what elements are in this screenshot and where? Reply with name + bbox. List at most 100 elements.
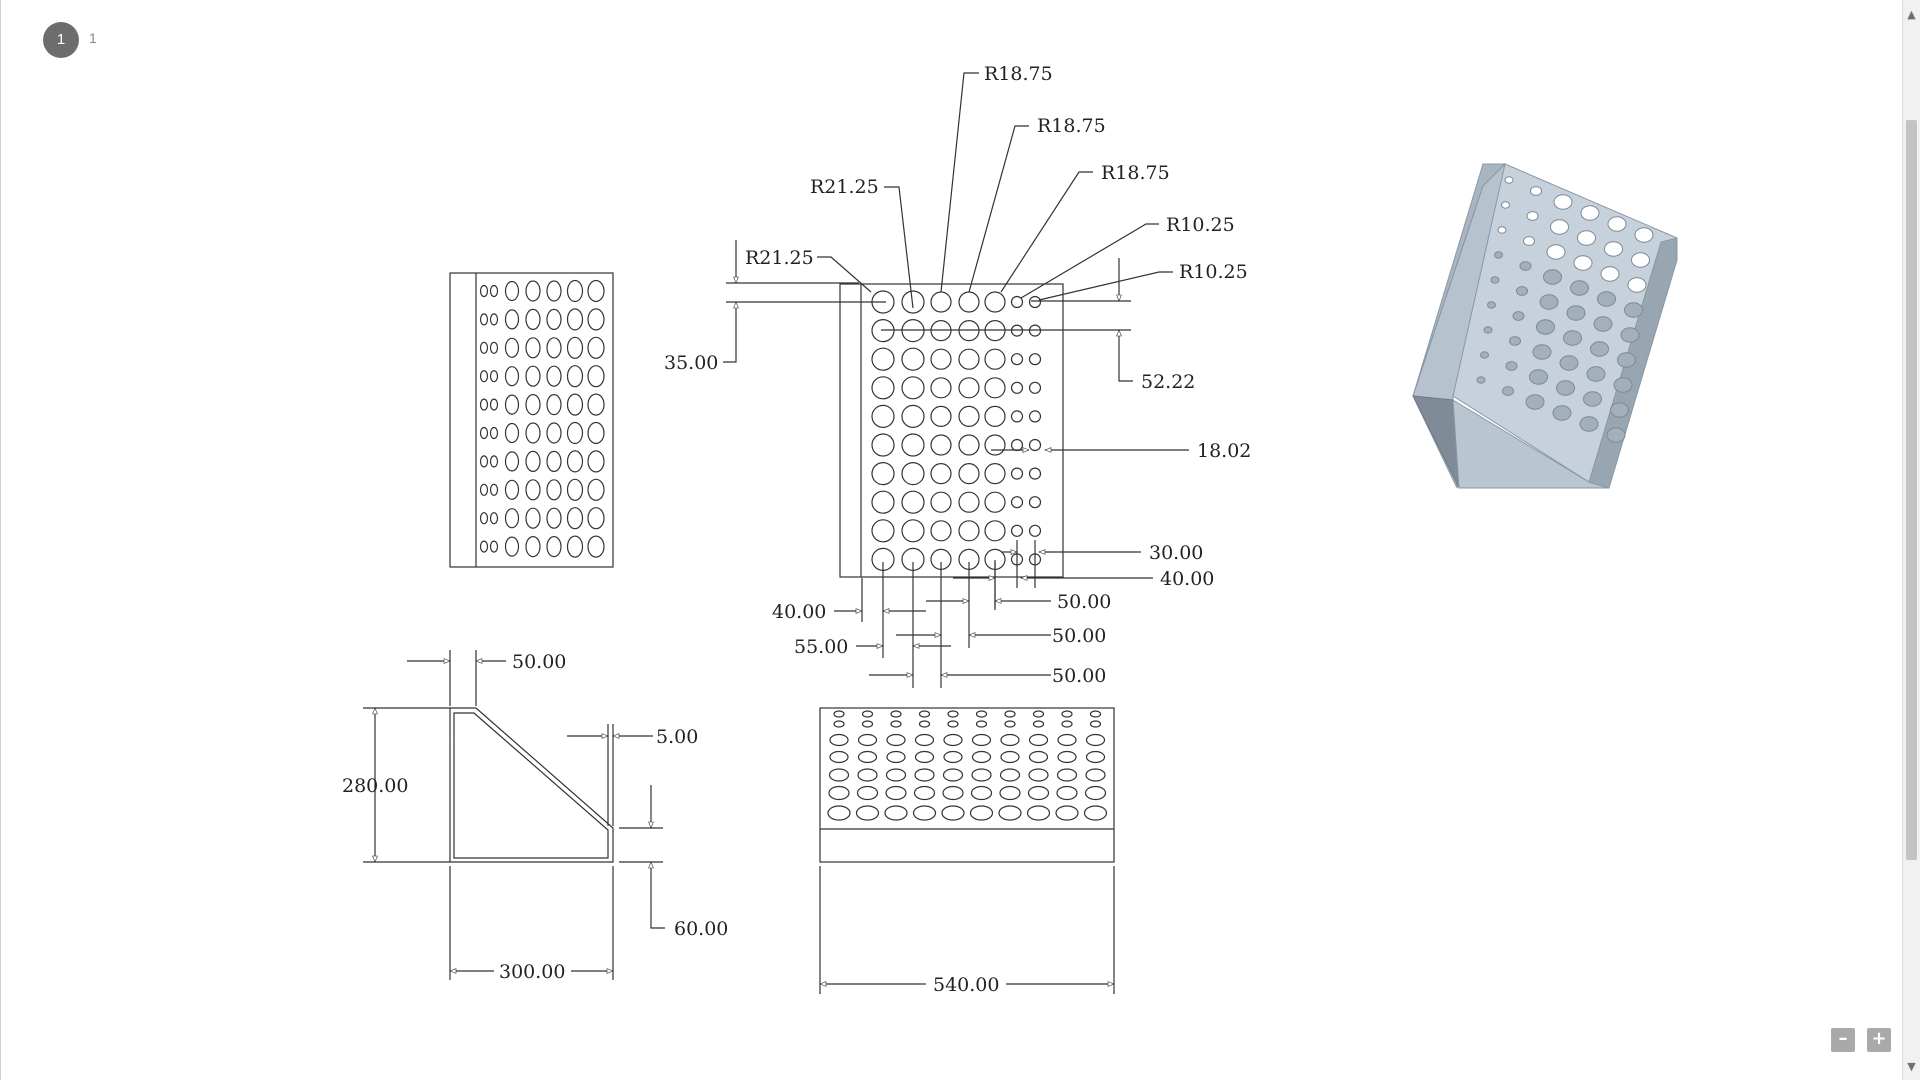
leader-60: [650, 910, 665, 929]
left-hole: [525, 394, 541, 416]
iso-hole: [1550, 219, 1569, 235]
bottom-hole: [943, 750, 963, 764]
current-page-badge[interactable]: 1: [43, 22, 79, 58]
front-hole: [1010, 524, 1024, 537]
front-hole: [958, 405, 980, 427]
left-hole: [504, 280, 520, 302]
label-40l: 40.00: [772, 601, 826, 623]
side-view-inner: [453, 712, 609, 859]
front-hole: [1028, 524, 1042, 537]
left-hole: [504, 479, 520, 500]
bottom-hole: [970, 785, 993, 801]
bottom-hole: [829, 750, 849, 764]
bottom-hole: [1004, 710, 1016, 718]
iso-hole: [1497, 226, 1507, 234]
leader-r18-a: [940, 72, 979, 293]
front-hole: [1010, 381, 1024, 394]
scroll-down-icon[interactable]: ▼: [1907, 1060, 1916, 1073]
iso-hole: [1577, 230, 1596, 246]
iso-hole: [1590, 341, 1609, 357]
left-view: [449, 272, 614, 568]
left-hole: [546, 394, 562, 416]
label-r18-b: R18.75: [1037, 115, 1106, 137]
label-r21-upper: R21.25: [810, 176, 879, 198]
left-hole: [489, 341, 499, 354]
label-side-300: 300.00: [499, 961, 565, 983]
iso-hole: [1494, 251, 1503, 259]
left-hole: [525, 507, 541, 529]
front-hole: [871, 462, 895, 486]
label-50b: 50.00: [1052, 625, 1106, 647]
bottom-hole: [941, 805, 965, 821]
front-hole: [958, 377, 980, 399]
iso-hole: [1525, 394, 1545, 410]
left-hole: [525, 479, 541, 501]
zoom-out-button[interactable]: –: [1831, 1028, 1855, 1052]
front-hole: [1010, 410, 1024, 423]
iso-hole: [1539, 294, 1559, 310]
left-hole: [566, 421, 584, 445]
bottom-hole: [886, 733, 906, 747]
bottom-hole: [1000, 750, 1020, 764]
iso-hole: [1579, 416, 1599, 432]
bottom-hole: [828, 768, 850, 782]
front-hole: [930, 291, 952, 313]
iso-hole: [1523, 236, 1535, 246]
front-hole: [901, 376, 925, 400]
front-hole: [871, 347, 895, 371]
left-hole: [489, 483, 499, 496]
left-hole: [587, 365, 605, 388]
bottom-view-holes: [827, 710, 1108, 821]
left-hole: [525, 535, 541, 558]
front-hole: [871, 376, 895, 400]
bottom-hole: [890, 720, 902, 728]
front-hole: [984, 405, 1006, 427]
bottom-hole: [975, 720, 988, 728]
left-hole: [479, 341, 489, 354]
front-view-outline: [839, 283, 1064, 578]
iso-hole: [1512, 311, 1525, 321]
bottom-hole: [942, 768, 964, 782]
left-hole: [566, 308, 584, 331]
front-hole: [930, 348, 952, 370]
label-r10-a: R10.25: [1166, 214, 1235, 236]
label-r18-c: R18.75: [1101, 162, 1170, 184]
bottom-hole: [942, 785, 964, 801]
iso-hole: [1606, 427, 1626, 443]
label-55: 55.00: [794, 636, 848, 658]
label-50c: 50.00: [1052, 665, 1106, 687]
vertical-scrollbar[interactable]: ▲ ▼: [1902, 0, 1920, 1080]
front-hole: [958, 463, 980, 485]
iso-hole: [1505, 361, 1518, 371]
label-40r: 40.00: [1160, 568, 1214, 590]
left-hole: [489, 313, 499, 326]
left-hole: [566, 365, 584, 388]
iso-hole: [1483, 326, 1493, 334]
bottom-hole: [833, 720, 845, 728]
iso-hole: [1566, 305, 1586, 321]
bottom-hole: [975, 710, 988, 718]
bottom-hole: [855, 805, 880, 821]
iso-hole: [1504, 176, 1514, 184]
iso-hole: [1501, 201, 1510, 209]
left-hole: [525, 337, 541, 359]
scroll-thumb[interactable]: [1906, 120, 1917, 860]
scroll-up-icon[interactable]: ▲: [1907, 8, 1916, 21]
label-side-50: 50.00: [512, 651, 566, 673]
left-hole: [546, 365, 562, 387]
iso-hole: [1529, 369, 1548, 385]
front-hole: [930, 463, 952, 485]
bottom-hole: [1056, 785, 1078, 801]
front-hole: [901, 347, 925, 371]
zoom-in-button[interactable]: +: [1867, 1028, 1891, 1052]
isometric-view: [1412, 162, 1678, 489]
iso-hole: [1487, 301, 1496, 309]
iso-hole: [1476, 376, 1486, 384]
bottom-hole: [914, 750, 935, 764]
total-pages-label: 1: [89, 30, 97, 46]
iso-hole: [1563, 330, 1582, 346]
label-52: 52.22: [1141, 371, 1195, 393]
bottom-hole: [1089, 720, 1102, 728]
iso-hole: [1480, 351, 1489, 359]
bottom-hole: [857, 768, 878, 782]
